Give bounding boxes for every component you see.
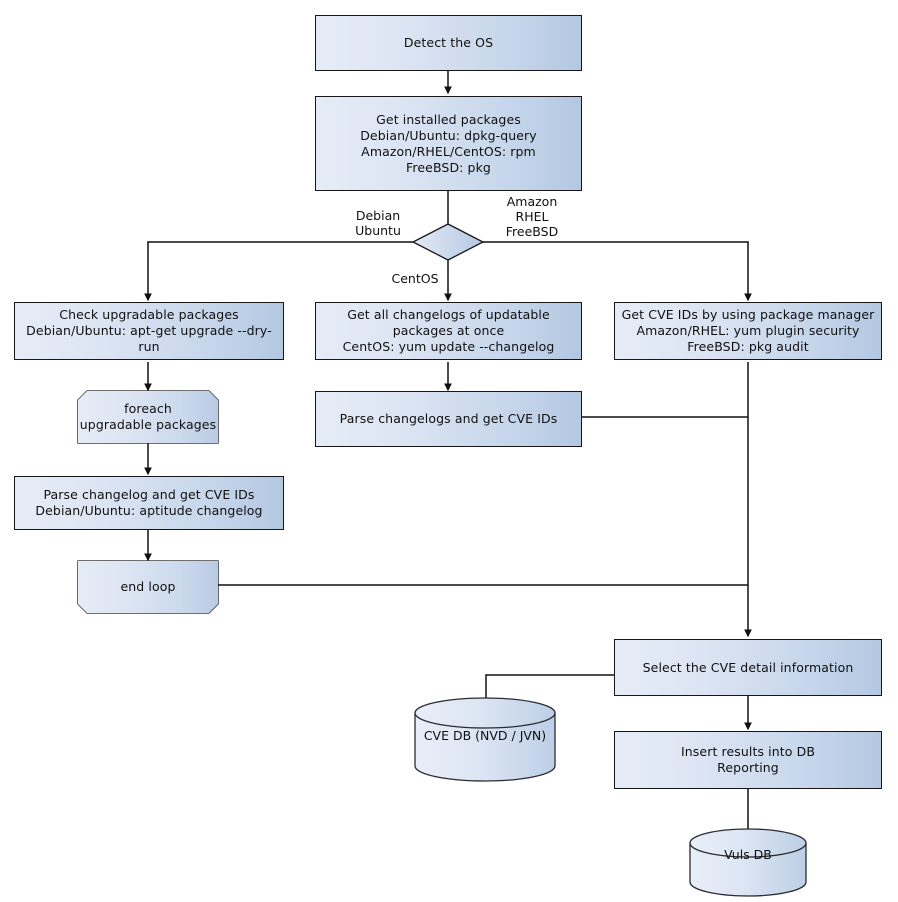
foreach-loop-line1: foreach: [124, 401, 172, 416]
get-cve-ids-line2: Amazon/RHEL: yum plugin security: [636, 323, 860, 338]
foreach-loop-line2: upgradable packages: [79, 417, 217, 432]
insert-results-line2: Reporting: [717, 760, 779, 775]
node-parse-changelogs-multi[interactable]: Parse changelogs and get CVE IDs: [315, 391, 582, 447]
node-parse-changelog-single[interactable]: Parse changelog and get CVE IDs Debian/U…: [14, 476, 284, 530]
edge-decision-left: [144, 241, 413, 302]
node-get-installed-packages[interactable]: Get installed packages Debian/Ubuntu: dp…: [315, 96, 582, 191]
node-end-loop[interactable]: end loop: [78, 561, 218, 613]
get-installed-packages-line1: Get installed packages: [376, 111, 521, 127]
node-detect-os[interactable]: Detect the OS: [315, 15, 582, 71]
node-detect-os-label: Detect the OS: [403, 35, 494, 50]
get-installed-packages-line3: Amazon/RHEL/CentOS: rpm: [361, 143, 536, 159]
vuls-db-cylinder[interactable]: [689, 828, 807, 897]
node-get-all-changelogs[interactable]: Get all changelogs of updatable packages…: [315, 302, 582, 360]
get-cve-ids-line1: Get CVE IDs by using package manager: [621, 307, 875, 322]
os-decision-diamond[interactable]: [411, 223, 485, 261]
get-installed-packages-line4: FreeBSD: pkg: [406, 159, 491, 175]
check-upgradable-line1: Check upgradable packages: [59, 307, 239, 322]
parse-changelog-single-line1: Parse changelog and get CVE IDs: [43, 487, 255, 502]
vuls-db-label: Vuls DB: [724, 847, 772, 862]
select-cve-detail-label: Select the CVE detail information: [642, 659, 854, 675]
edge-label-centos: CentOS: [391, 271, 439, 286]
cve-db-label: CVE DB (NVD / JVN): [423, 728, 547, 743]
edge-decision-right: [483, 241, 752, 302]
edge-label-amazon-rhel-freebsd: Amazon RHEL FreeBSD: [505, 194, 559, 239]
node-get-cve-ids-package-manager[interactable]: Get CVE IDs by using package manager Ama…: [614, 302, 882, 360]
get-cve-ids-line3: FreeBSD: pkg audit: [687, 339, 809, 354]
parse-changelog-single-line2: Debian/Ubuntu: aptitude changelog: [35, 503, 263, 518]
check-upgradable-line2: Debian/Ubuntu: apt-get upgrade --dry-run: [26, 323, 272, 354]
node-insert-results[interactable]: Insert results into DB Reporting: [614, 731, 882, 789]
end-loop-label: end loop: [120, 579, 176, 594]
insert-results-line1: Insert results into DB: [681, 744, 815, 759]
node-foreach-loop[interactable]: foreach upgradable packages: [78, 391, 218, 443]
get-all-changelogs-line2: CentOS: yum update --changelog: [342, 339, 555, 354]
edge-label-debian-ubuntu: Debian Ubuntu: [355, 208, 401, 238]
node-select-cve-detail[interactable]: Select the CVE detail information: [614, 639, 882, 696]
node-check-upgradable-packages[interactable]: Check upgradable packages Debian/Ubuntu:…: [14, 302, 284, 360]
get-all-changelogs-line1: Get all changelogs of updatable packages…: [347, 307, 550, 338]
edge-cvedb-to-select: [485, 674, 614, 702]
get-installed-packages-line2: Debian/Ubuntu: dpkg-query: [360, 127, 537, 143]
parse-changelogs-multi-label: Parse changelogs and get CVE IDs: [339, 411, 558, 426]
